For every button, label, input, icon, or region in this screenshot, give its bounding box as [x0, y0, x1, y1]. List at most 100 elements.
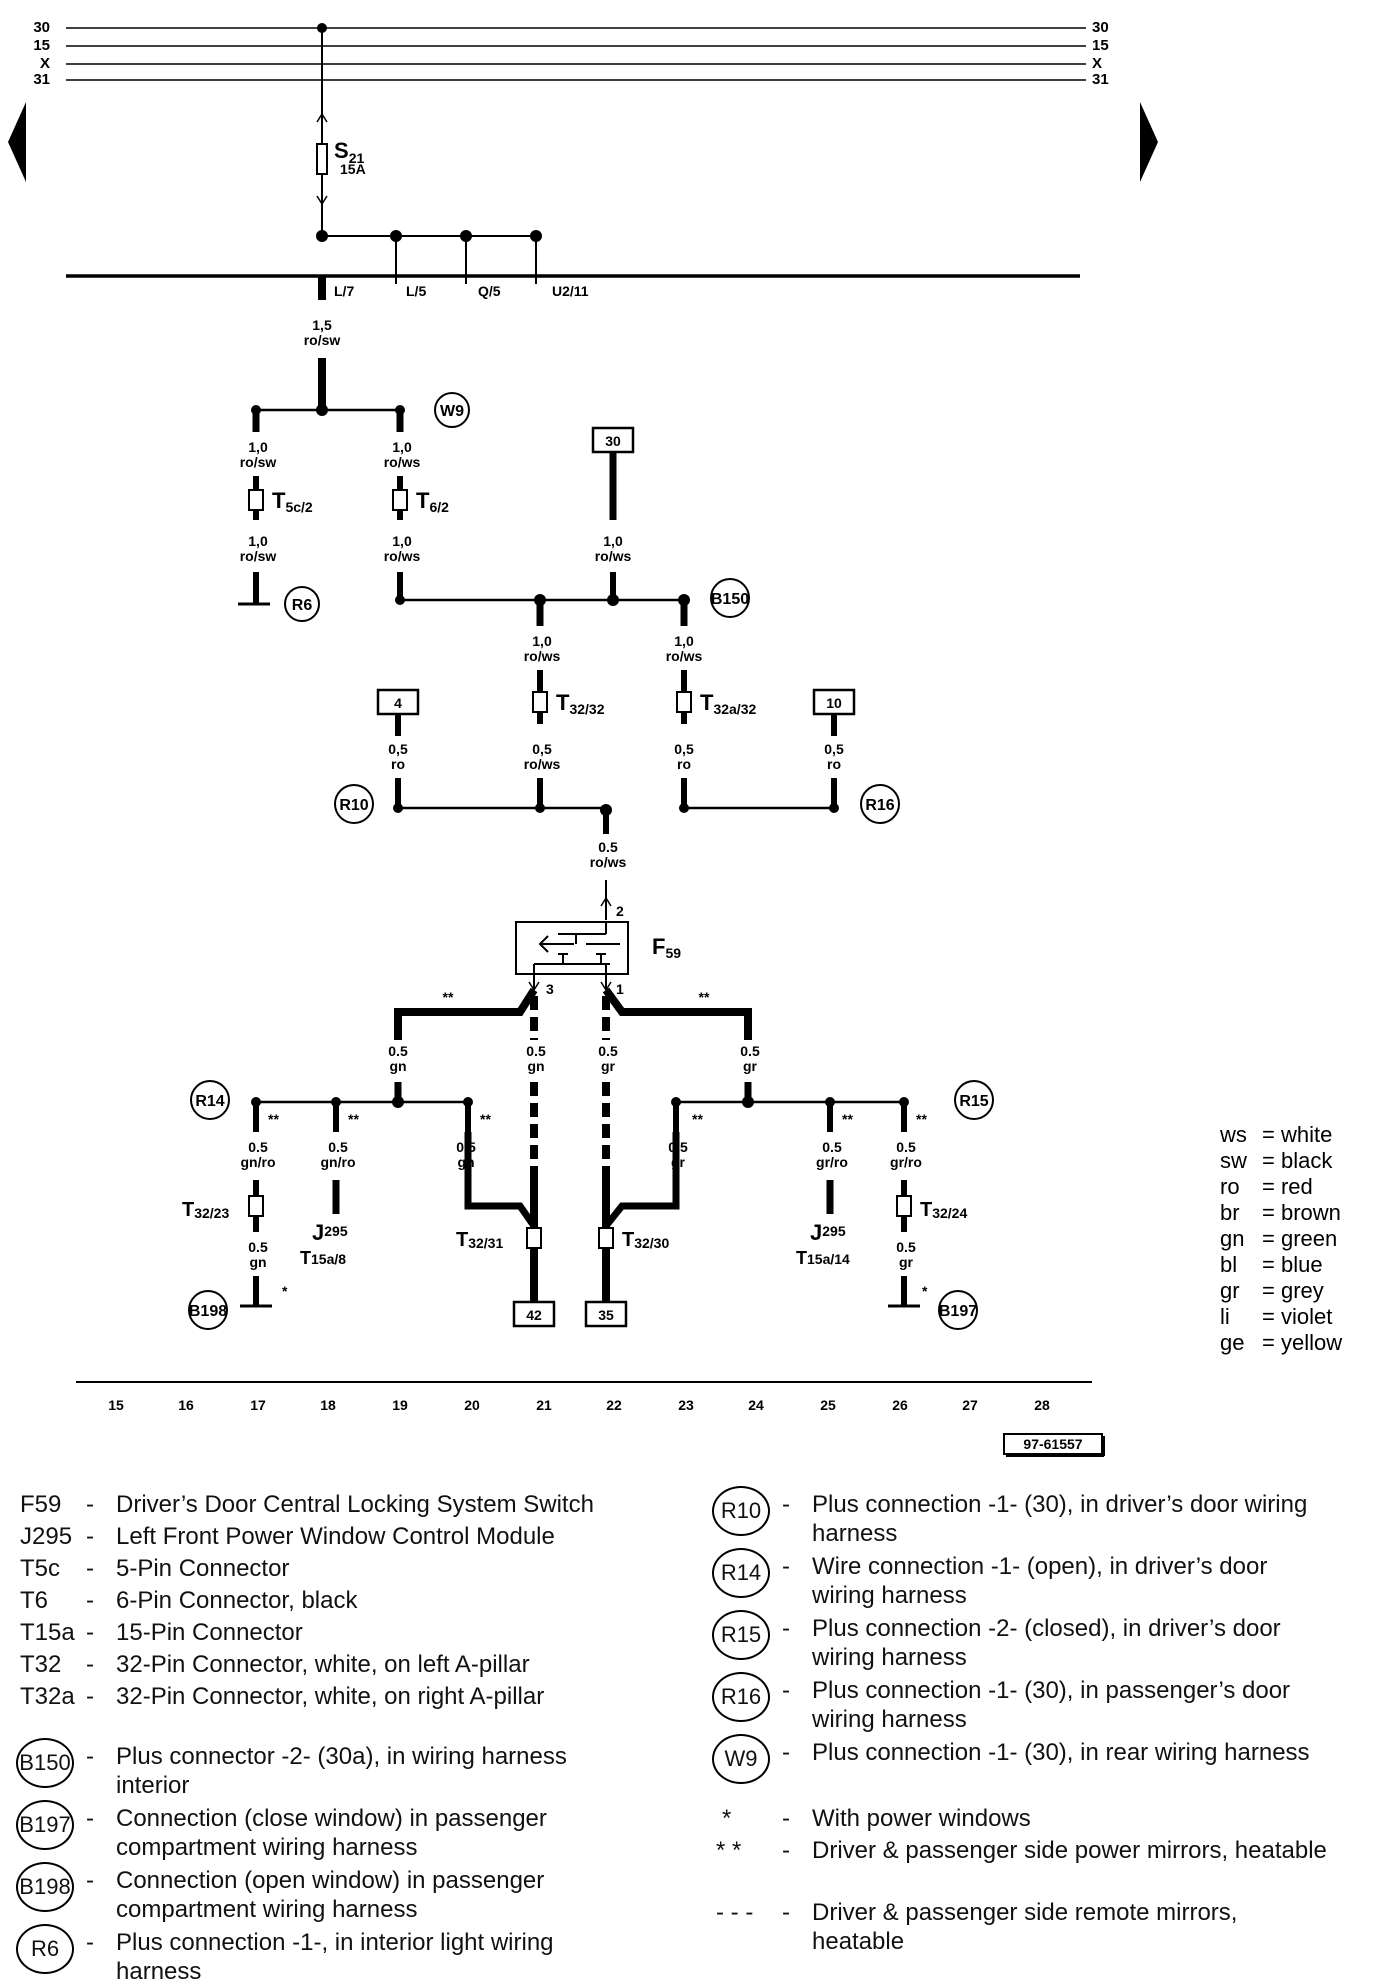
color-code: ge — [1220, 1330, 1245, 1355]
module-label-j295: J295 — [312, 1220, 348, 1245]
scale-label: 25 — [820, 1397, 836, 1413]
ground-label-b198: B198 — [189, 1303, 227, 1320]
color-code: ws — [1220, 1122, 1247, 1147]
scale-label: 23 — [678, 1397, 694, 1413]
color-name: grey — [1280, 1278, 1324, 1303]
color-code: br — [1220, 1200, 1240, 1225]
color-name: white — [1280, 1122, 1333, 1147]
terminal-box-label: 35 — [598, 1307, 614, 1323]
legend-code: T15a — [20, 1619, 75, 1646]
scale-label: 20 — [464, 1397, 480, 1413]
terminal-box-label: 42 — [526, 1307, 542, 1323]
connector-t6 — [392, 489, 408, 511]
scale-label: 26 — [892, 1397, 908, 1413]
legend-right: R10-Plus connection -1- (30), in driver’… — [712, 1486, 1356, 1960]
rail-label-31-left: 31 — [33, 71, 50, 88]
note-mark: * — [922, 1283, 928, 1299]
legend-code: T32a — [20, 1683, 75, 1710]
legend-desc: Plus connector -2- (30a), in wiring harn… — [116, 1743, 567, 1799]
rail-label-x-left: X — [40, 55, 50, 72]
connector-t3223 — [248, 1195, 264, 1217]
color-name: yellow — [1280, 1330, 1343, 1355]
terminal-box-label: 4 — [394, 695, 402, 711]
rail-label-30-right: 30 — [1092, 19, 1109, 36]
legend-left: F59-Driver’s Door Central Locking System… — [16, 1490, 660, 1985]
color-name: blue — [1280, 1252, 1323, 1277]
legend-desc: 6-Pin Connector, black — [116, 1587, 358, 1614]
legend-desc: Plus connection -1- (30), in rear wiring… — [812, 1739, 1310, 1766]
next-page-arrow-icon[interactable] — [1140, 102, 1158, 182]
connector-t3231 — [526, 1227, 542, 1249]
color-name: red — [1280, 1174, 1313, 1199]
scale-label: 19 — [392, 1397, 408, 1413]
color-name: violet — [1280, 1304, 1333, 1329]
connector-label-t3224: T32/24 — [920, 1199, 967, 1221]
legend-desc: Driver & passenger side power mirrors, h… — [812, 1837, 1327, 1864]
legend-desc: 5-Pin Connector — [116, 1555, 290, 1582]
legend-desc: Left Front Power Window Control Module — [116, 1523, 555, 1550]
legend-desc: Wire connection -1- (open), in driver’s … — [812, 1553, 1268, 1609]
fuse-rating: 15A — [340, 161, 366, 177]
tap-q5: Q/5 — [478, 283, 501, 299]
module-pin-label: T15a/8 — [300, 1248, 346, 1268]
scale-label: 28 — [1034, 1397, 1050, 1413]
doc-number: 97-61557 — [1023, 1436, 1082, 1452]
color-code: gn — [1220, 1226, 1245, 1251]
ground-point-b150 — [710, 578, 750, 618]
ground-label-r10: R10 — [339, 797, 368, 814]
rail-label-15-right: 15 — [1092, 37, 1109, 54]
color-key-row: gr= grey — [1220, 1278, 1324, 1303]
legend-desc: 15-Pin Connector — [116, 1619, 303, 1646]
legend-circle-code: B198 — [16, 1862, 74, 1912]
note-mark: ** — [268, 1111, 279, 1127]
terminal-box-label: 30 — [605, 433, 621, 449]
ground-point-r14 — [190, 1080, 230, 1120]
connector-label-t3231: T32/31 — [456, 1229, 503, 1251]
ground-point-b198 — [188, 1290, 228, 1330]
note-mark: ** — [480, 1111, 491, 1127]
color-code: ro — [1220, 1174, 1240, 1199]
legend-code: F59 — [20, 1491, 62, 1518]
connector-t3224 — [896, 1195, 912, 1217]
ground-label-r6: R6 — [292, 597, 313, 614]
legend-desc: Plus connection -2- (closed), in driver’… — [812, 1615, 1281, 1671]
terminal-box-label: 10 — [826, 695, 842, 711]
ground-point-r6 — [284, 586, 320, 622]
note-mark: ** — [699, 989, 710, 1005]
switch-pin-label: 1 — [616, 981, 624, 997]
ground-point-r15 — [954, 1080, 994, 1120]
legend-note-mark: * * — [716, 1837, 742, 1864]
prev-page-arrow-icon[interactable] — [8, 102, 26, 182]
connector-label-t3232: T32/32 — [556, 690, 605, 717]
legend-desc: Driver & passenger side remote mirrors, … — [812, 1899, 1238, 1955]
legend-circle-code: W9 — [712, 1734, 770, 1784]
legend-code: T32 — [20, 1651, 62, 1678]
legend-circle-code: R15 — [712, 1610, 770, 1660]
switch-label: F59 — [652, 934, 681, 961]
supply-rails — [66, 27, 1086, 81]
switch-f59 — [515, 921, 629, 975]
fuse-label: S21 — [334, 138, 364, 166]
module-pin-label: T15a/14 — [796, 1248, 850, 1268]
connector-t3230 — [598, 1227, 614, 1249]
color-key-row: ws= white — [1220, 1122, 1333, 1147]
legend-desc: Plus connection -1- (30), in driver’s do… — [812, 1491, 1308, 1547]
connector-label-t6: T6/2 — [416, 488, 449, 515]
legend-desc: Connection (open window) in passenger co… — [116, 1867, 545, 1923]
scale-label: 24 — [748, 1397, 764, 1413]
